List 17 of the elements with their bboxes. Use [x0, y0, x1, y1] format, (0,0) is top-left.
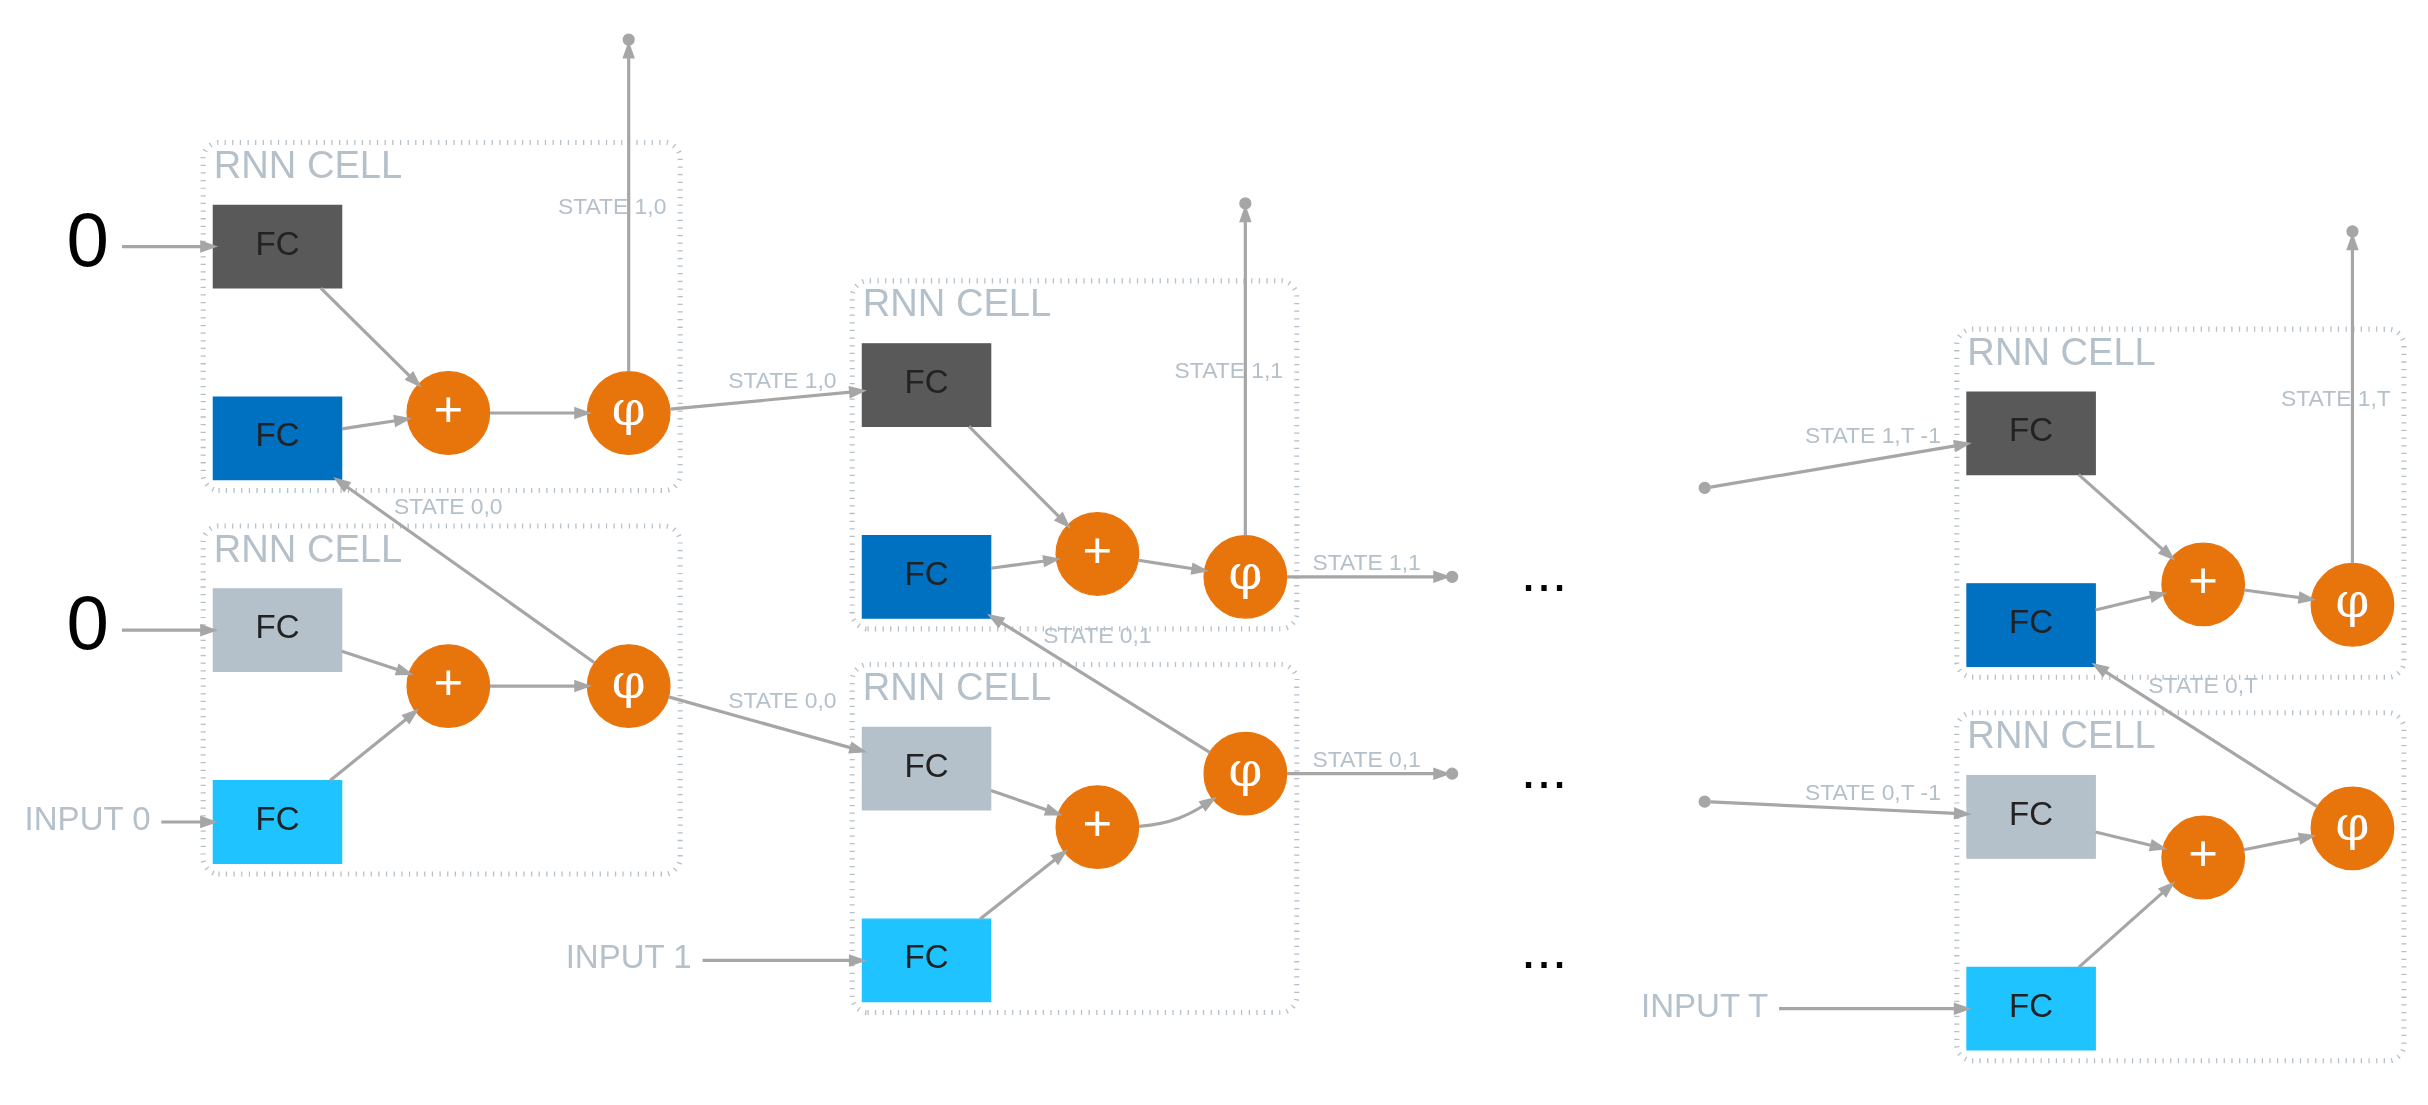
- edge-label: STATE 0,T -1: [1805, 778, 1941, 805]
- node-text: 0: [66, 580, 109, 666]
- node-text: INPUT 1: [565, 938, 692, 976]
- edge-label: STATE 1,T: [2281, 384, 2391, 411]
- edge-label: STATE 1,0: [728, 367, 837, 394]
- node-text: INPUT T: [1641, 986, 1769, 1024]
- edge-label: STATE 1,1: [1312, 548, 1421, 575]
- label: ...: [1520, 540, 1568, 604]
- label: ...: [1520, 917, 1568, 981]
- edge-label: STATE 0,0: [728, 687, 837, 714]
- edge-label: STATE 1,T -1: [1805, 421, 1941, 448]
- edge-label: STATE 0,0: [394, 492, 503, 519]
- label: ...: [1520, 736, 1568, 800]
- edge-label: STATE 0,1: [1312, 745, 1421, 772]
- edge-label: STATE 1,1: [1174, 356, 1284, 383]
- node-text: 0: [66, 196, 109, 282]
- node-text: INPUT 0: [24, 799, 151, 837]
